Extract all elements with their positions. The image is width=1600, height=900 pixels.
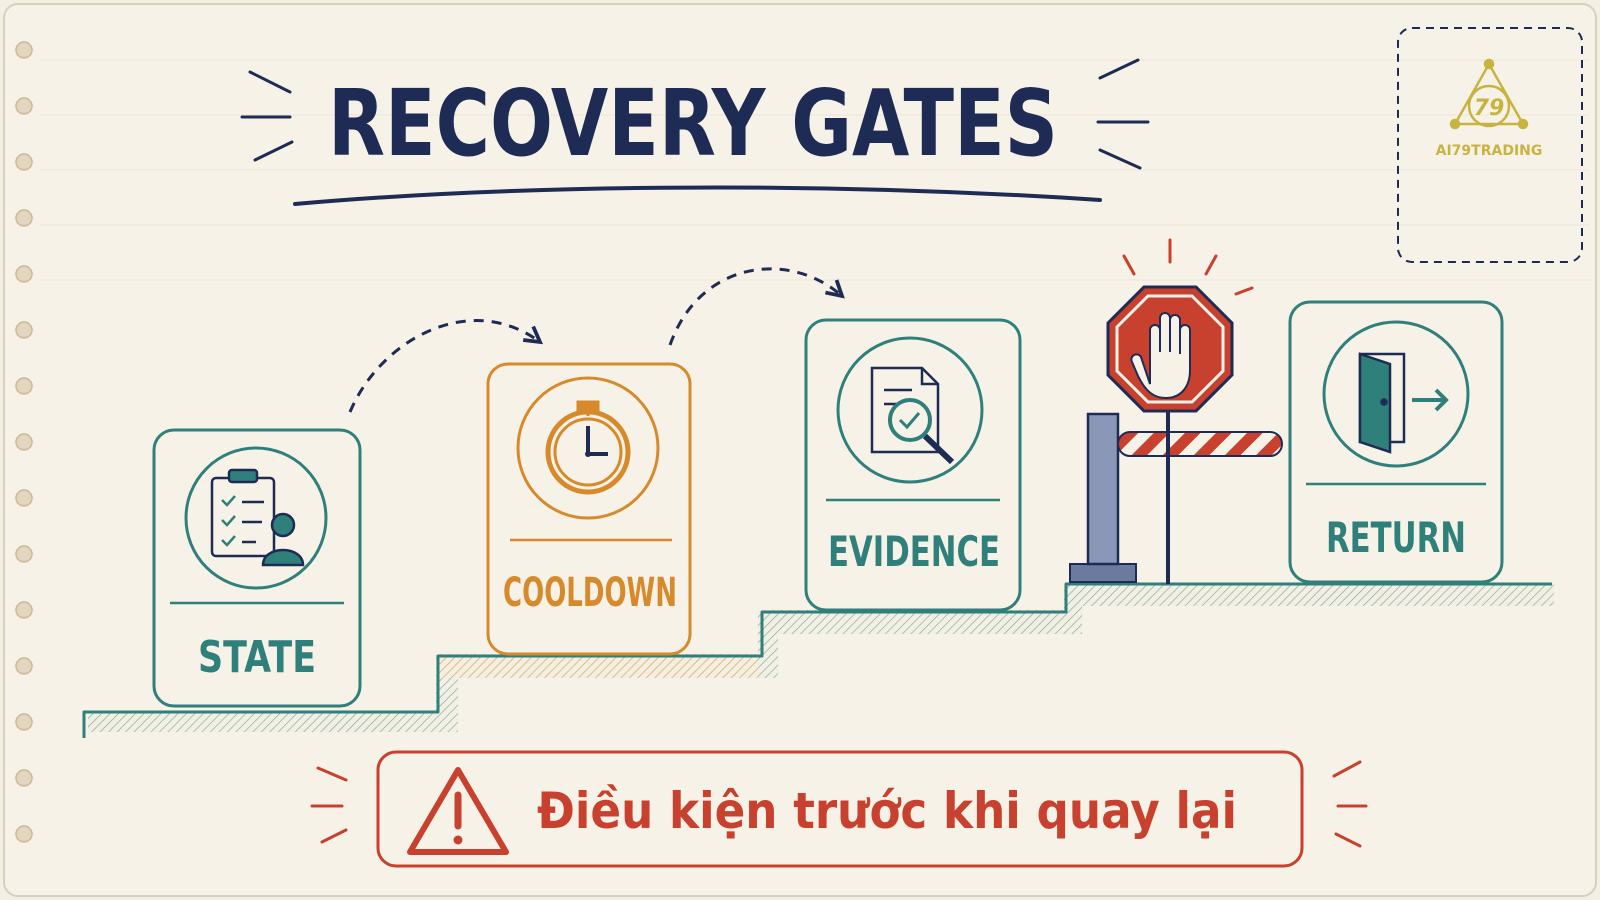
title-burst-right <box>1096 58 1150 170</box>
binding-hole <box>15 657 33 675</box>
step-label-state: STATE <box>198 632 316 683</box>
warning-text: Điều kiện trước khi quay lại <box>537 782 1237 840</box>
binding-hole <box>15 489 33 507</box>
brand-logo: 79 AI79TRADING <box>1397 27 1583 263</box>
binding-hole <box>15 377 33 395</box>
binding-hole <box>15 97 33 115</box>
binding-hole <box>15 545 33 563</box>
title-block: RECOVERY GATES <box>240 58 1150 206</box>
step-label-cooldown: COOLDOWN <box>503 570 677 616</box>
stop-hand-icon <box>1130 312 1191 400</box>
step-card-state: STATE <box>152 428 362 708</box>
logo-emblem-icon <box>1449 58 1529 130</box>
binding-hole <box>15 321 33 339</box>
arrow-cooldown-to-evidence <box>668 267 845 346</box>
stopwatch-icon <box>545 400 631 495</box>
logo-number: 79 <box>1474 96 1505 121</box>
title-burst-left <box>240 70 294 162</box>
binding-hole <box>15 265 33 283</box>
binding-hole <box>15 153 33 171</box>
binding-holes <box>15 41 33 843</box>
binding-hole <box>15 825 33 843</box>
logo-text: AI79TRADING <box>1436 143 1543 159</box>
document-magnifier-icon <box>870 366 955 465</box>
step-card-cooldown: COOLDOWN <box>486 362 692 656</box>
page-title: RECOVERY GATES <box>328 70 1058 177</box>
barrier-gate <box>1069 398 1283 584</box>
staircase <box>82 582 1554 738</box>
binding-hole <box>15 713 33 731</box>
step-card-return: RETURN <box>1288 300 1504 584</box>
warning-banner: Điều kiện trước khi quay lại <box>310 750 1368 868</box>
step-card-evidence: EVIDENCE <box>804 318 1022 612</box>
clipboard-user-icon <box>210 468 305 567</box>
step-label-evidence: EVIDENCE <box>828 527 1000 576</box>
binding-hole <box>15 601 33 619</box>
binding-hole <box>15 41 33 59</box>
step-label-return: RETURN <box>1326 513 1466 562</box>
exit-door-icon <box>1358 352 1449 454</box>
warning-triangle-icon <box>407 767 509 855</box>
binding-hole <box>15 433 33 451</box>
stop-sign <box>1106 238 1254 413</box>
title-underline <box>293 185 1102 206</box>
progress-arrows <box>348 267 845 413</box>
binding-hole <box>15 209 33 227</box>
binding-hole <box>15 769 33 787</box>
arrow-state-to-cooldown <box>348 319 544 413</box>
notebook-paper <box>3 3 1597 897</box>
